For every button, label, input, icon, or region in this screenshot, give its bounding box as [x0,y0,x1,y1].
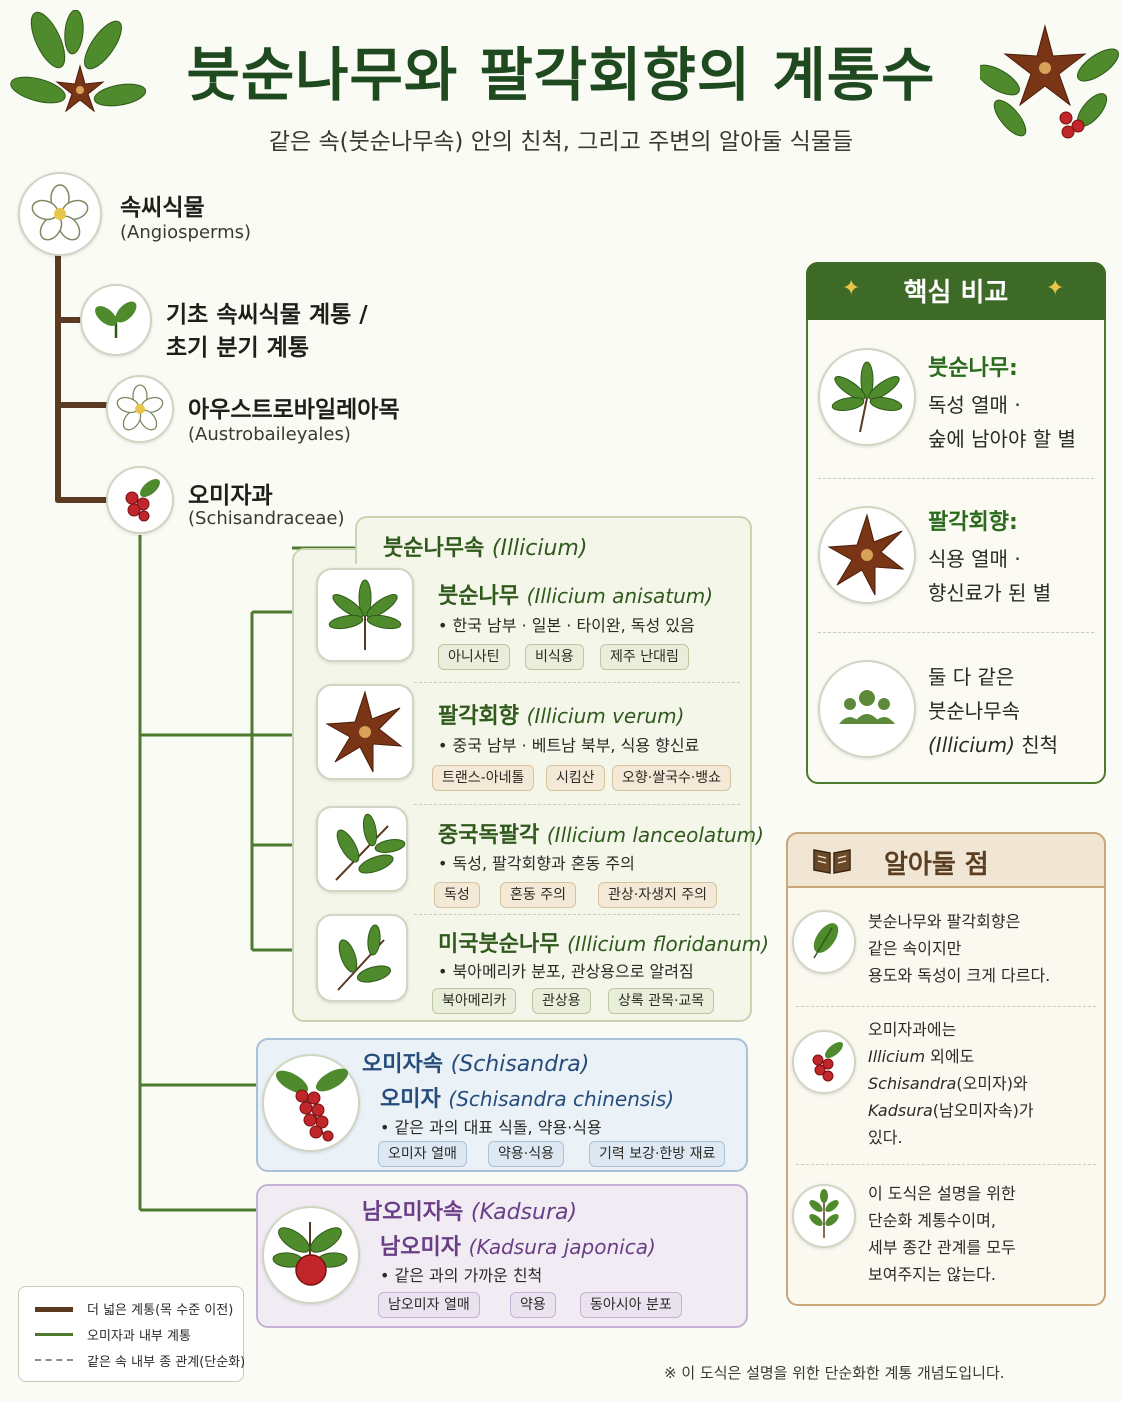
page-title: 붓순나무와 팔각회향의 계통수 [186,41,936,109]
sprig-icon [792,1184,856,1248]
divider [796,1164,1096,1165]
berry-icon [106,466,174,534]
tag: 혼동 주의 [500,882,576,908]
species-illicium-floridanum-desc: • 북아메리카 분포, 관상용으로 알려짐 [438,962,694,981]
white-flower-icon [106,375,174,443]
species-illicium-anisatum-desc: • 한국 남부 · 일본 · 타이완, 독성 있음 [438,616,695,635]
tag: 독성 [434,882,480,908]
star-icon: ✦ [1046,276,1065,301]
species-illicium-anisatum-name: 붓순나무 (Illicium anisatum) [438,584,714,609]
illicium-genus-tab [355,516,752,564]
node-austrobaileyales-latin: (Austrobaileyales) [188,424,351,445]
legend-box: 더 넓은 계통(목 수준 이전) 오미자과 내부 계통 같은 속 내부 종 관계… [18,1286,245,1382]
comparison-shared-line3: (Illicium) 친척 [928,733,1059,757]
divider [796,1006,1096,1007]
species-illicium-lanceolatum-name: 중국독팔각 (Illicium lanceolatum) [438,823,764,848]
leaf-icon [792,910,856,974]
divider [818,632,1094,633]
comparison-anisatum-line2: 숲에 남아야 할 별 [928,427,1076,451]
tag: 오미자 열매 [378,1141,467,1167]
species-illicium-verum-name: 팔각회향 (Illicium verum) [438,704,685,729]
comparison-verum-line2: 향신료가 된 별 [928,581,1052,605]
species-kadsura-japonica-name: 남오미자 (Kadsura japonica) [380,1235,656,1260]
tag: 비식용 [525,644,584,670]
people-group-icon [818,660,916,758]
divider [414,682,740,683]
node-angiosperms-latin: (Angiosperms) [120,222,252,243]
star-icon: ✦ [842,276,861,301]
species-schisandra-chinensis-desc: • 같은 과의 대표 식돌, 약용·식용 [380,1118,602,1137]
divider [414,914,740,915]
star-anise-fruit-icon [316,684,414,780]
berry-icon [792,1030,856,1094]
star-anise-fruit-icon [818,506,916,604]
tag: 남오미자 열매 [378,1292,480,1318]
tag: 상록 관목·교목 [608,988,715,1014]
page-subtitle: 같은 속(붓순나무속) 안의 친척, 그리고 주변의 알아둘 식물들 [268,129,854,155]
comparison-anisatum-line1: 독성 열매 · [928,393,1021,417]
tag: 기력 보강·한방 재료 [589,1141,726,1167]
tag: 아니사틴 [438,644,510,670]
comparison-shared-line1: 둘 다 같은 [928,665,1015,689]
leaf-sprig-icon [316,914,408,1002]
star-anise-berry-illustration-right [980,24,1119,139]
species-schisandra-chinensis-name: 오미자 (Schisandra chinensis) [380,1087,675,1112]
notes-title: 알아둘 점 [884,850,989,880]
tag: 북아메리카 [432,988,517,1014]
tag: 제주 난대림 [600,644,689,670]
star-anise-leaf-icon [818,348,916,446]
kadsura-berry-icon [262,1206,360,1304]
flower-icon [18,172,102,256]
tag: 약용 [510,1292,556,1318]
comparison-anisatum-title: 붓순나무: [928,356,1018,381]
seedling-icon [80,284,152,356]
species-illicium-floridanum-name: 미국붓순나무 (Illicium floridanum) [438,932,770,957]
note-1: 붓순나무와 팔각회향은 같은 속이지만 용도와 독성이 크게 다르다. [868,912,1051,985]
tag: 관상·자생지 주의 [598,882,718,908]
schisandra-berry-icon [262,1054,360,1152]
divider [414,804,740,805]
comparison-shared-line2: 붓순나무속 [928,699,1020,723]
note-3: 이 도식은 설명을 위한 단순화 계통수이며, 세부 종간 관계를 모두 보여주… [868,1184,1016,1284]
footer-note: ※ 이 도식은 설명을 위한 단순화한 계통 개념도입니다. [664,1364,1005,1382]
tag: 오향·쌀국수·뱅쇼 [612,765,732,791]
leaf-branch-illustration-left [10,10,147,113]
tag: 시킴산 [546,765,605,791]
tag: 관상용 [532,988,591,1014]
comparison-verum-title: 팔각회향: [928,510,1018,535]
node-schisandraceae-latin: (Schisandraceae) [188,508,345,529]
leaf-branch-icon [316,806,408,892]
schisandra-genus-label: 오미자속 (Schisandra) [362,1052,590,1077]
star-anise-leaf-icon [316,568,414,662]
comparison-header [806,262,1106,320]
tag: 약용·식용 [488,1141,564,1167]
comparison-title: 핵심 비교 [903,278,1009,308]
species-illicium-lanceolatum-desc: • 독성, 팔각회향과 혼동 주의 [438,854,635,873]
node-basal-line1: 기초 속씨식물 계통 / [166,302,368,328]
tag: 동아시아 분포 [580,1292,682,1318]
node-basal-line2: 초기 분기 계통 [166,335,309,361]
tag: 트랜스-아네톨 [432,765,535,791]
illicium-genus-label: 붓순나무속 (Illicium) [383,536,588,561]
node-austrobaileyales-name: 아우스트로바일레아목 [188,397,400,423]
node-angiosperms-name: 속씨식물 [120,195,205,221]
species-kadsura-japonica-desc: • 같은 과의 가까운 친척 [380,1266,543,1285]
kadsura-genus-label: 남오미자속 (Kadsura) [362,1200,578,1225]
species-illicium-verum-desc: • 중국 남부 · 베트남 북부, 식용 향신료 [438,736,700,755]
node-schisandraceae-name: 오미자과 [188,483,273,509]
comparison-verum-line1: 식용 열매 · [928,547,1021,571]
note-2: 오미자과에는 Illicium 외에도 Schisandra(오미자)와 Kad… [868,1020,1034,1147]
book-icon [813,849,851,874]
divider [818,478,1094,479]
